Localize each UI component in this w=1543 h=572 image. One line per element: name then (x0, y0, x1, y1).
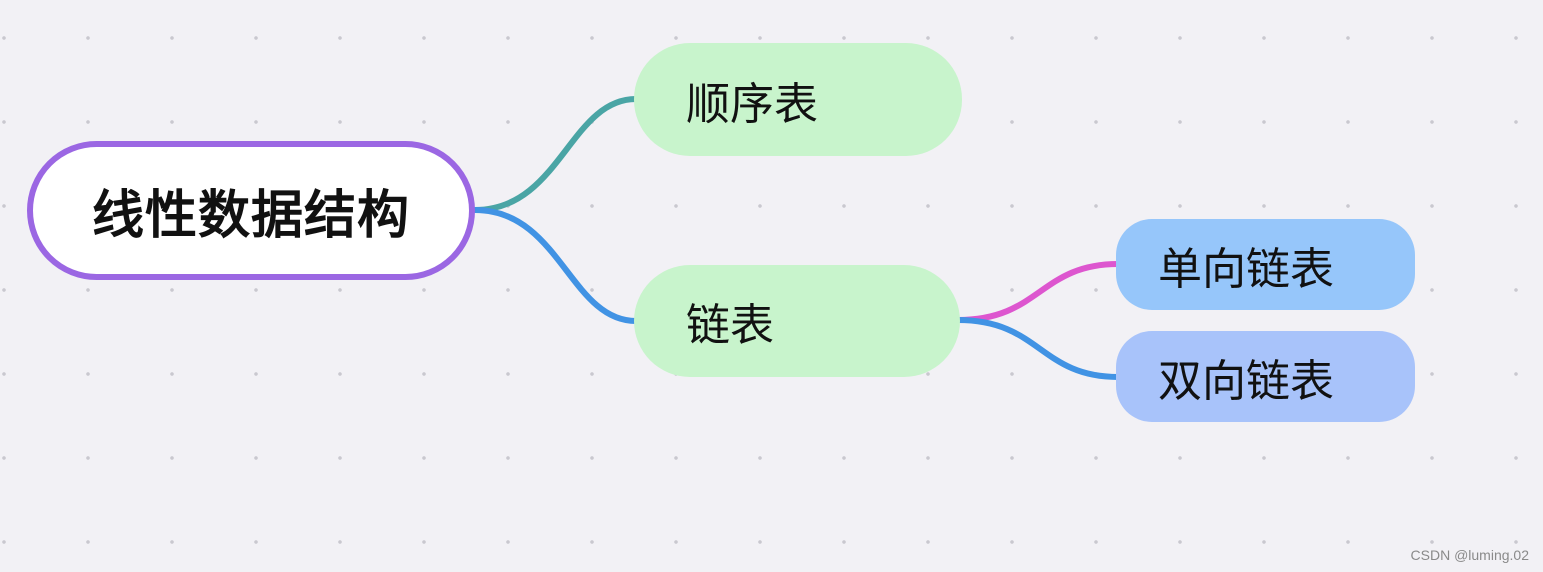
connector-linked-list-to-singly-linked (955, 261, 1121, 323)
root-node[interactable]: 线性数据结构 (27, 141, 475, 280)
connector-root-to-linked-list (472, 207, 639, 324)
node-linked-list[interactable]: 链表 (634, 265, 960, 377)
node-linked-list-label: 链表 (686, 300, 774, 351)
node-doubly-linked-list-label: 双向链表 (1158, 355, 1334, 407)
connector-root-to-sequence-table (472, 96, 639, 213)
node-doubly-linked-list[interactable]: 双向链表 (1116, 331, 1415, 422)
node-sequence-table[interactable]: 顺序表 (634, 43, 962, 156)
root-node-label: 线性数据结构 (91, 186, 410, 246)
node-singly-linked-list[interactable]: 单向链表 (1116, 219, 1415, 310)
node-singly-linked-list-label: 单向链表 (1158, 243, 1334, 295)
watermark: CSDN @luming.02 (1410, 547, 1529, 563)
node-sequence-table-label: 顺序表 (686, 78, 818, 130)
connector-linked-list-to-doubly-linked (955, 317, 1121, 380)
